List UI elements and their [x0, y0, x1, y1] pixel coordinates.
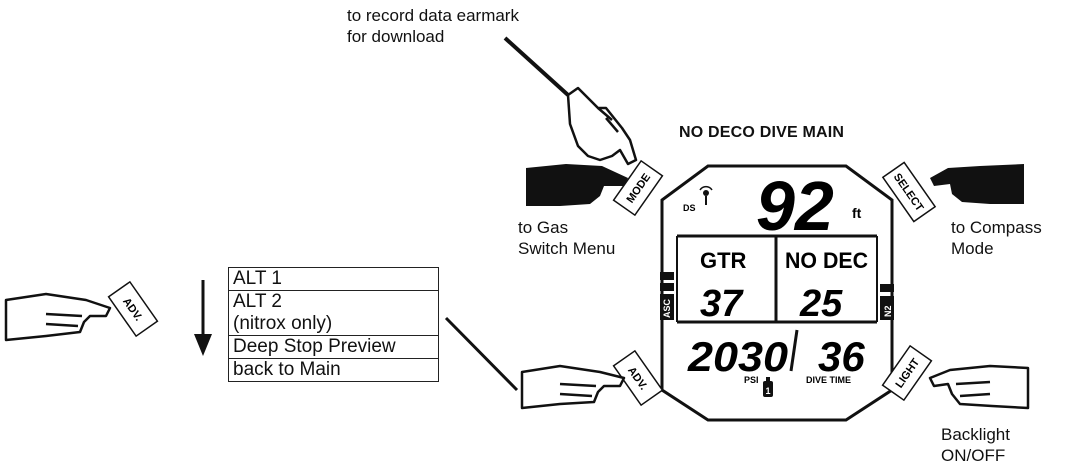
- black-hand-icon: [930, 164, 1024, 204]
- mode-action-line-1: to record data earmark: [347, 6, 519, 25]
- ds-antenna-icon: [699, 185, 713, 205]
- mode-leader-line: [503, 36, 570, 97]
- backlight-label: Backlight ON/OFF: [941, 424, 1010, 466]
- pointing-hand-icon: [520, 364, 626, 410]
- menu-item-deep-stop-preview: Deep Stop Preview: [229, 335, 438, 358]
- dive-time-value: 36: [818, 333, 865, 380]
- menu-item-alt2: ALT 2: [229, 290, 438, 313]
- gas-switch-line-1: to Gas: [518, 218, 569, 237]
- gtr-label: GTR: [700, 248, 747, 273]
- tank-icon: 1: [763, 377, 773, 397]
- backlight-line-1: Backlight: [941, 425, 1010, 444]
- mode-action-label: to record data earmark for download: [347, 5, 519, 47]
- compass-label: to Compass Mode: [951, 217, 1042, 259]
- menu-item-nitrox-note: (nitrox only): [233, 313, 333, 334]
- nodec-label: NO DEC: [785, 248, 868, 273]
- depth-unit: ft: [852, 205, 862, 221]
- tank-number: 1: [766, 386, 771, 396]
- n2-indicator: N2: [880, 284, 894, 320]
- nodec-value: 25: [799, 283, 843, 325]
- menu-leader-line: [444, 316, 519, 392]
- pressure-value: 2030: [687, 333, 788, 380]
- pointing-hand-icon: [566, 86, 638, 166]
- menu-item-alt1: ALT 1: [233, 268, 282, 289]
- psi-label: PSI: [744, 375, 759, 385]
- adv-button-legend: ADV.: [107, 280, 159, 338]
- n2-label: N2: [883, 305, 893, 317]
- depth-value: 92: [756, 167, 834, 245]
- gas-switch-label: to Gas Switch Menu: [518, 217, 615, 259]
- backlight-line-2: ON/OFF: [941, 446, 1006, 465]
- adv-menu-list: ALT 1 ALT 2 (nitrox only) Deep Stop Prev…: [228, 267, 439, 382]
- asc-indicator: ASC: [660, 272, 674, 320]
- light-button[interactable]: LIGHT: [881, 344, 933, 402]
- black-hand-icon: [526, 164, 628, 206]
- asc-label: ASC: [662, 298, 672, 318]
- ds-label: DS: [683, 203, 696, 213]
- adv-button[interactable]: ADV.: [612, 349, 664, 407]
- compass-line-2: Mode: [951, 239, 994, 258]
- pointing-hand-icon: [928, 364, 1030, 410]
- mode-action-line-2: for download: [347, 27, 445, 46]
- down-arrow-icon: [194, 280, 212, 356]
- pointing-hand-icon: [4, 292, 112, 342]
- gas-switch-line-2: Switch Menu: [518, 239, 616, 258]
- page-title: NO DECO DIVE MAIN: [679, 124, 845, 141]
- menu-item-back-to-main: back to Main: [229, 358, 438, 381]
- dive-computer-display: DS 92 ft GTR 37 NO DEC 25 ASC N2 2030 PS…: [660, 164, 894, 422]
- compass-line-1: to Compass: [951, 218, 1042, 237]
- mode-button[interactable]: MODE: [612, 159, 664, 217]
- gtr-value: 37: [700, 283, 744, 325]
- dive-time-label: DIVE TIME: [806, 375, 851, 385]
